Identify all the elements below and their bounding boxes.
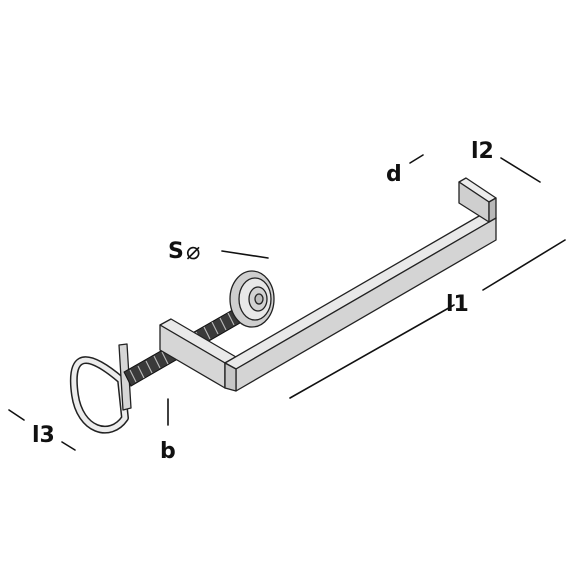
label-l1: l1 — [446, 292, 469, 317]
label-l3: l3 — [32, 423, 55, 448]
diameter-symbol: ⌀ — [186, 237, 200, 265]
dim-line-s — [221, 250, 269, 259]
dim-line-l3-right — [61, 441, 76, 451]
label-d: d — [386, 162, 402, 187]
dim-line-l3-left — [8, 409, 25, 421]
dim-line-l1-upper — [482, 239, 566, 291]
d-ring-handle — [69, 343, 132, 434]
label-l2: l2 — [471, 139, 494, 164]
clamp-body — [159, 177, 497, 392]
dim-line-l1-lower — [289, 304, 455, 399]
label-s: S — [168, 239, 184, 264]
dimension-lines — [8, 154, 566, 451]
label-b: b — [160, 439, 176, 464]
dim-line-d — [409, 154, 424, 164]
pressure-pad — [229, 270, 275, 328]
dim-line-l2 — [500, 157, 541, 183]
